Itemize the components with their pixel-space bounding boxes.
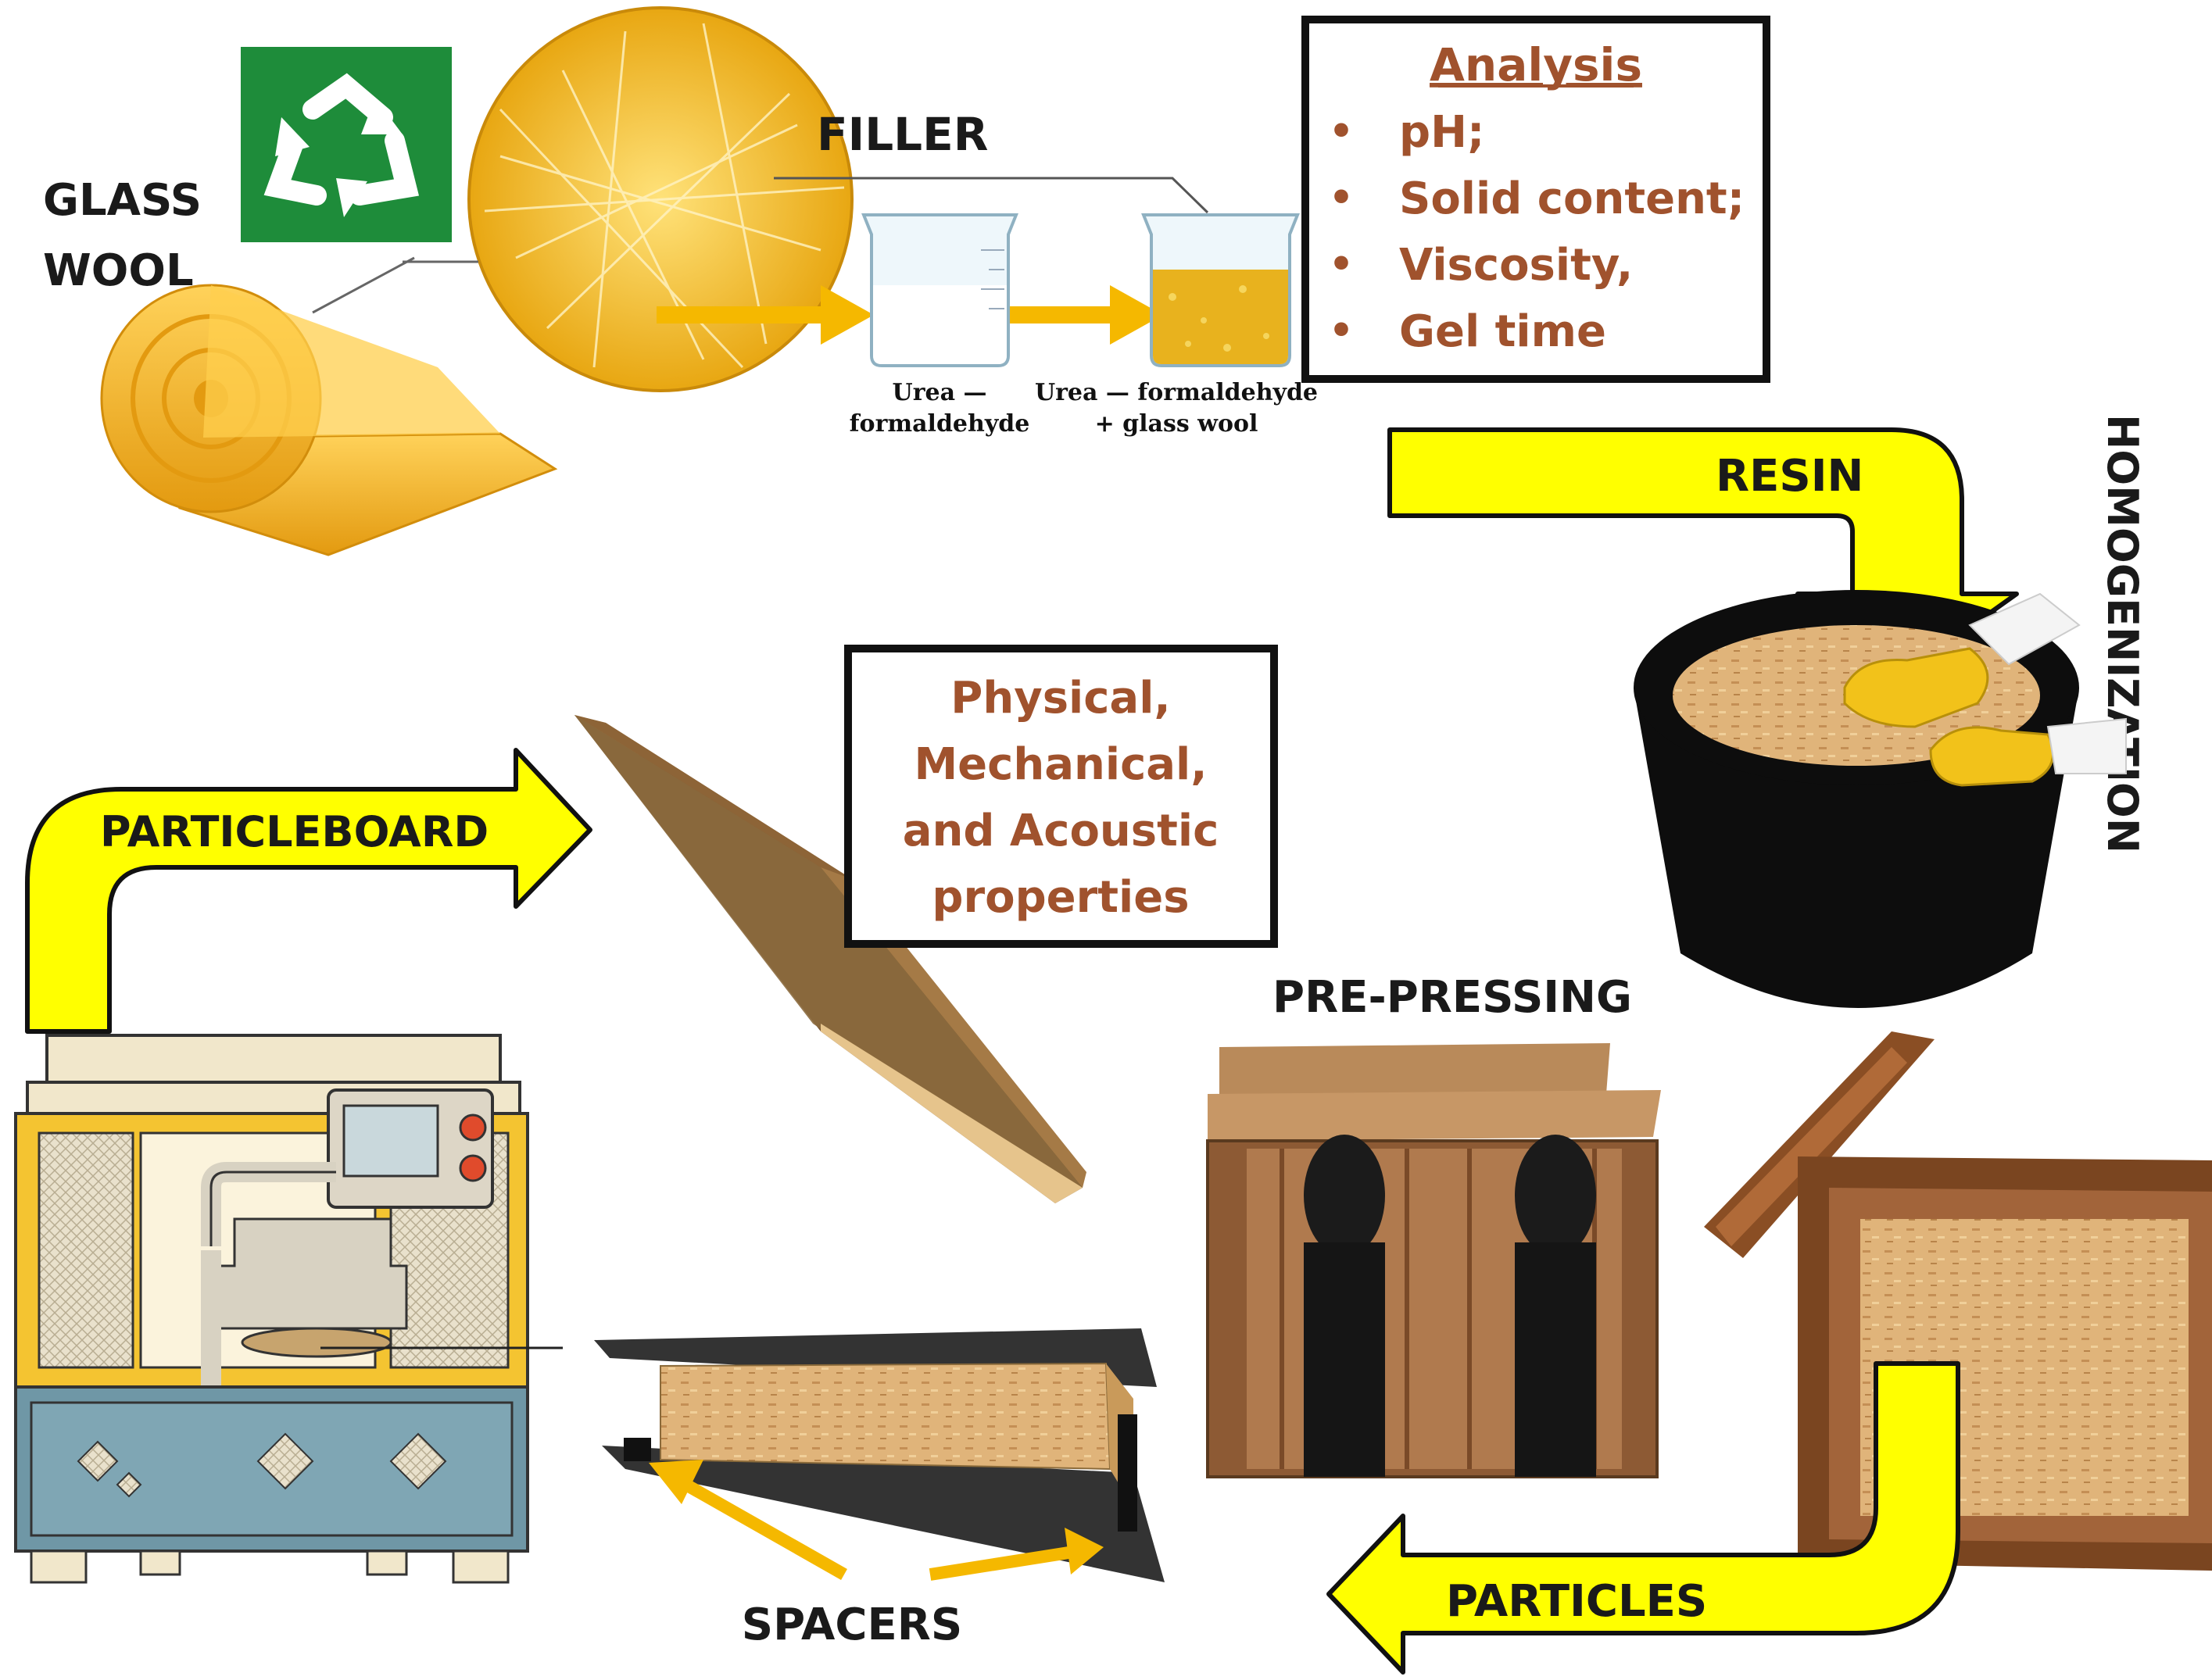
filler-label: FILLER: [817, 108, 988, 161]
analysis-bullet-2: •: [1329, 175, 1354, 220]
recycle-icon: [241, 47, 452, 242]
spacers-label: SPACERS: [742, 1600, 962, 1650]
particles-label: PARTICLES: [1446, 1576, 1707, 1627]
properties-line-2: Mechanical,: [914, 739, 1207, 790]
glass-wool-label-line2: WOOL: [43, 245, 194, 296]
properties-line-1: Physical,: [950, 673, 1170, 724]
beaker1-caption-line1: Urea —: [893, 379, 987, 406]
resin-label: RESIN: [1716, 451, 1863, 502]
spacer-arrow-right: [929, 1528, 1104, 1581]
gloved-hands: [1843, 592, 2127, 787]
press-plates: [594, 1328, 1165, 1582]
analysis-item-viscosity: Viscosity,: [1399, 240, 1633, 291]
beaker-urea-formaldehyde: [861, 213, 1018, 367]
beaker-urea-formaldehyde-glass-wool: [1141, 213, 1300, 367]
particles-arrow: [1326, 1361, 1960, 1675]
analysis-item-gel-time: Gel time: [1399, 306, 1606, 357]
prepressing-label: PRE-PRESSING: [1272, 972, 1632, 1023]
analysis-box: Analysis • pH; • Solid content; • Viscos…: [1301, 16, 1770, 383]
prepressing-mold: [1206, 1043, 1661, 1478]
particleboard-panel: [574, 715, 1086, 1203]
analysis-item-ph: pH;: [1399, 107, 1484, 158]
homogenization-label: HOMOGENIZATION: [2098, 414, 2147, 853]
beaker2-caption-line1: Urea — formaldehyde: [1035, 379, 1318, 406]
beaker1-caption-line2: formaldehyde: [850, 410, 1030, 438]
arrow-to-beaker1: [657, 285, 874, 345]
spacer-arrow-left: [649, 1460, 847, 1580]
analysis-bullet-4: •: [1329, 308, 1354, 353]
analysis-bullet-3: •: [1329, 241, 1354, 287]
analysis-item-solid-content: Solid content;: [1399, 173, 1745, 224]
particleboard-arrow: [25, 748, 592, 1034]
glass-wool-closeup: [467, 6, 854, 392]
properties-line-4: properties: [932, 872, 1189, 923]
particleboard-label: PARTICLEBOARD: [100, 807, 489, 856]
properties-line-3: and Acoustic: [903, 806, 1219, 856]
glass-wool-label-line1: GLASS: [43, 175, 202, 226]
glass-wool-roll: [100, 284, 558, 556]
filler-connector: [774, 177, 1209, 214]
analysis-title: Analysis: [1430, 38, 1642, 91]
hot-press-machine: [14, 1034, 529, 1584]
properties-box: Physical, Mechanical, and Acoustic prope…: [844, 645, 1278, 948]
arrow-to-beaker2: [977, 285, 1163, 345]
analysis-bullet-1: •: [1329, 109, 1354, 154]
beaker2-caption-line2: + glass wool: [1095, 410, 1258, 438]
